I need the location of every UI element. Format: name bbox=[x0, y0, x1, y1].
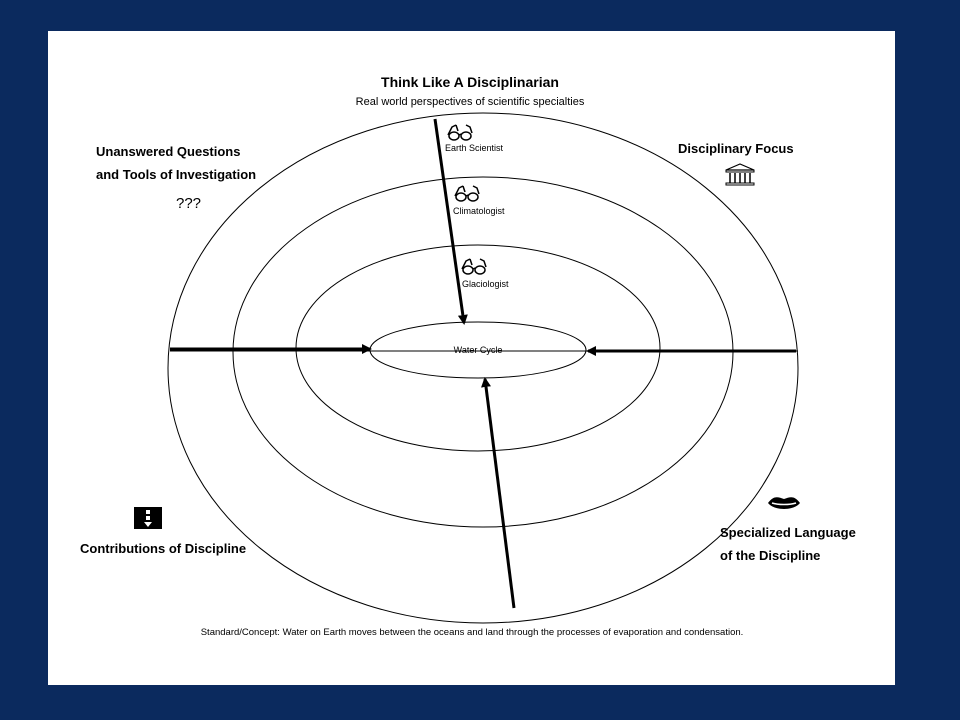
tools-of-investigation-label: and Tools of Investigation bbox=[96, 167, 256, 182]
diagram-title: Think Like A Disciplinarian bbox=[381, 74, 559, 90]
eyeglasses-icon bbox=[447, 124, 473, 141]
outer-ring bbox=[167, 112, 799, 624]
ring-label-outer: Earth Scientist bbox=[445, 143, 504, 153]
ring-label-middle: Climatologist bbox=[453, 206, 505, 216]
diagram-subtitle: Real world perspectives of scientific sp… bbox=[356, 96, 585, 108]
contributions-of-discipline-label: Contributions of Discipline bbox=[80, 541, 246, 556]
center-label: Water Cycle bbox=[454, 345, 503, 355]
eyeglasses-icon bbox=[454, 185, 480, 202]
unanswered-questions-label: Unanswered Questions bbox=[96, 144, 240, 159]
of-the-discipline-label: of the Discipline bbox=[720, 548, 820, 563]
bottom-arrow bbox=[481, 377, 516, 609]
standard-concept-statement: Standard/Concept: Water on Earth moves b… bbox=[201, 627, 744, 638]
disciplinarian-diagram: Think Like A Disciplinarian Real world p… bbox=[80, 74, 856, 638]
lips-icon bbox=[768, 497, 800, 509]
slide: Think Like A Disciplinarian Real world p… bbox=[48, 31, 895, 685]
eyeglasses-icon bbox=[461, 258, 487, 275]
pillars-icon bbox=[725, 163, 755, 186]
ring-label-inner: Glaciologist bbox=[462, 279, 509, 289]
question-marks-symbol: ??? bbox=[176, 195, 201, 212]
specialized-language-label: Specialized Language bbox=[720, 525, 856, 540]
stacked-blocks-icon bbox=[134, 507, 162, 529]
disciplinary-focus-label: Disciplinary Focus bbox=[678, 141, 794, 156]
top-arrow bbox=[433, 118, 468, 325]
